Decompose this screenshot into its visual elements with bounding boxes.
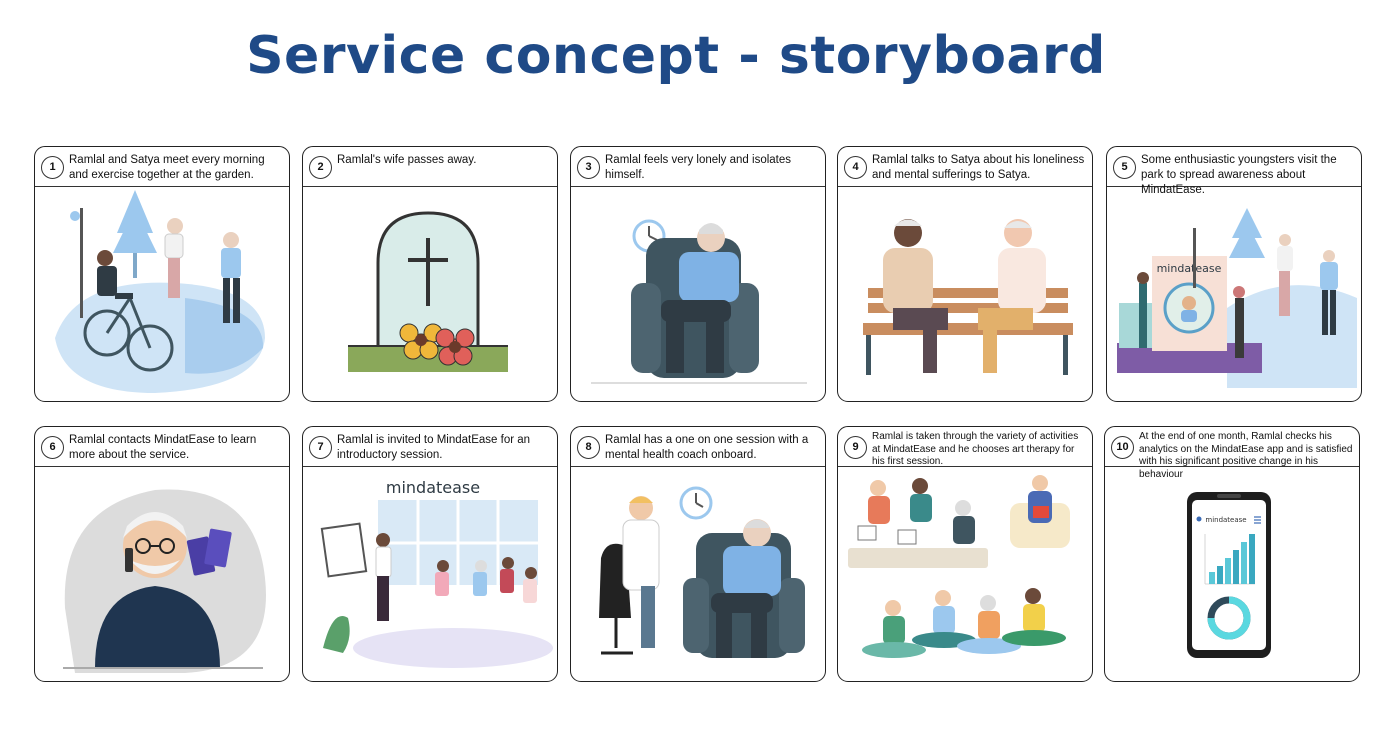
panel-caption: 5 Some enthusiastic youngsters visit the…	[1107, 147, 1361, 196]
intro-session-illustration: mindatease	[320, 478, 553, 668]
storyboard-panel-10: 10 At the end of one month, Ramlal check…	[1104, 426, 1360, 682]
storyboard-panel-3: 3 Ramlal feels very lonely and isolates …	[570, 146, 826, 402]
storyboard-panel-6: 6 Ramlal contacts MindatEase to learn mo…	[34, 426, 290, 682]
storyboard-panel-8: 8 Ramlal has a one on one session with a…	[570, 426, 826, 682]
step-number: 5	[1113, 156, 1136, 179]
phone-icon	[125, 548, 133, 572]
caption-text: Ramlal's wife passes away.	[337, 154, 477, 166]
brand-logo-text: mindatease	[386, 478, 480, 497]
caption-text: Ramlal is invited to MindatEase for an i…	[337, 434, 531, 461]
coach-session-illustration	[599, 486, 805, 658]
storyboard-panel-2: 2 Ramlal's wife passes away.	[302, 146, 558, 402]
step-number: 6	[41, 436, 64, 459]
step-number: 4	[844, 156, 867, 179]
user-icon	[1196, 516, 1202, 522]
panel-caption: 1 Ramlal and Satya meet every morning an…	[35, 147, 289, 187]
panel-caption: 2 Ramlal's wife passes away.	[303, 147, 557, 187]
garden-exercise-illustration	[55, 190, 265, 393]
clock-icon	[679, 486, 713, 520]
step-number: 8	[577, 436, 600, 459]
smartphone-icon: mindatease	[1187, 492, 1271, 658]
panel-caption: 10 At the end of one month, Ramlal check…	[1105, 427, 1359, 480]
brand-logo-text: mindatease	[1205, 516, 1246, 524]
activities-illustration	[848, 475, 1070, 658]
storyboard-panel-5: 5 Some enthusiastic youngsters visit the…	[1106, 146, 1362, 402]
app-analytics-illustration: mindatease	[1187, 492, 1271, 658]
brand-logo-text: mindatease	[1157, 262, 1222, 275]
caption-text: Ramlal contacts MindatEase to learn more…	[69, 434, 257, 461]
phone-call-illustration	[63, 489, 266, 673]
flower-icon	[399, 323, 443, 360]
step-number: 1	[41, 156, 64, 179]
step-number: 2	[309, 156, 332, 179]
step-number: 3	[577, 156, 600, 179]
panel-caption: 7 Ramlal is invited to MindatEase for an…	[303, 427, 557, 467]
storyboard-panel-7: 7 Ramlal is invited to MindatEase for an…	[302, 426, 558, 682]
panel-caption: 9 Ramlal is taken through the variety of…	[838, 427, 1092, 467]
caption-text: Ramlal and Satya meet every morning and …	[69, 154, 265, 181]
caption-text: Ramlal is taken through the variety of a…	[872, 431, 1079, 467]
page-title: Service concept - storyboard	[246, 26, 1106, 86]
panel-caption: 3 Ramlal feels very lonely and isolates …	[571, 147, 825, 187]
caption-text: Ramlal feels very lonely and isolates hi…	[605, 154, 792, 181]
panel-caption: 6 Ramlal contacts MindatEase to learn mo…	[35, 427, 289, 467]
lonely-armchair-illustration	[591, 219, 807, 384]
caption-text: At the end of one month, Ramlal checks h…	[1139, 431, 1353, 480]
storyboard-panel-4: 4 Ramlal talks to Satya about his loneli…	[837, 146, 1093, 402]
storyboard-panel-9: 9 Ramlal is taken through the variety of…	[837, 426, 1093, 682]
panel-caption: 8 Ramlal has a one on one session with a…	[571, 427, 825, 467]
bench-conversation-illustration	[863, 219, 1073, 375]
flower-icon	[435, 328, 475, 366]
step-number: 9	[844, 436, 867, 459]
gravestone-illustration	[348, 211, 508, 372]
panel-caption: 4 Ramlal talks to Satya about his loneli…	[838, 147, 1092, 187]
menu-icon	[1254, 516, 1261, 524]
park-awareness-illustration: mindatease	[1117, 208, 1357, 388]
step-number: 7	[309, 436, 332, 459]
step-number: 10	[1111, 436, 1134, 459]
storyboard-panel-1: 1 Ramlal and Satya meet every morning an…	[34, 146, 290, 402]
caption-text: Some enthusiastic youngsters visit the p…	[1141, 154, 1337, 196]
caption-text: Ramlal has a one on one session with a m…	[605, 434, 809, 461]
caption-text: Ramlal talks to Satya about his loneline…	[872, 154, 1085, 181]
